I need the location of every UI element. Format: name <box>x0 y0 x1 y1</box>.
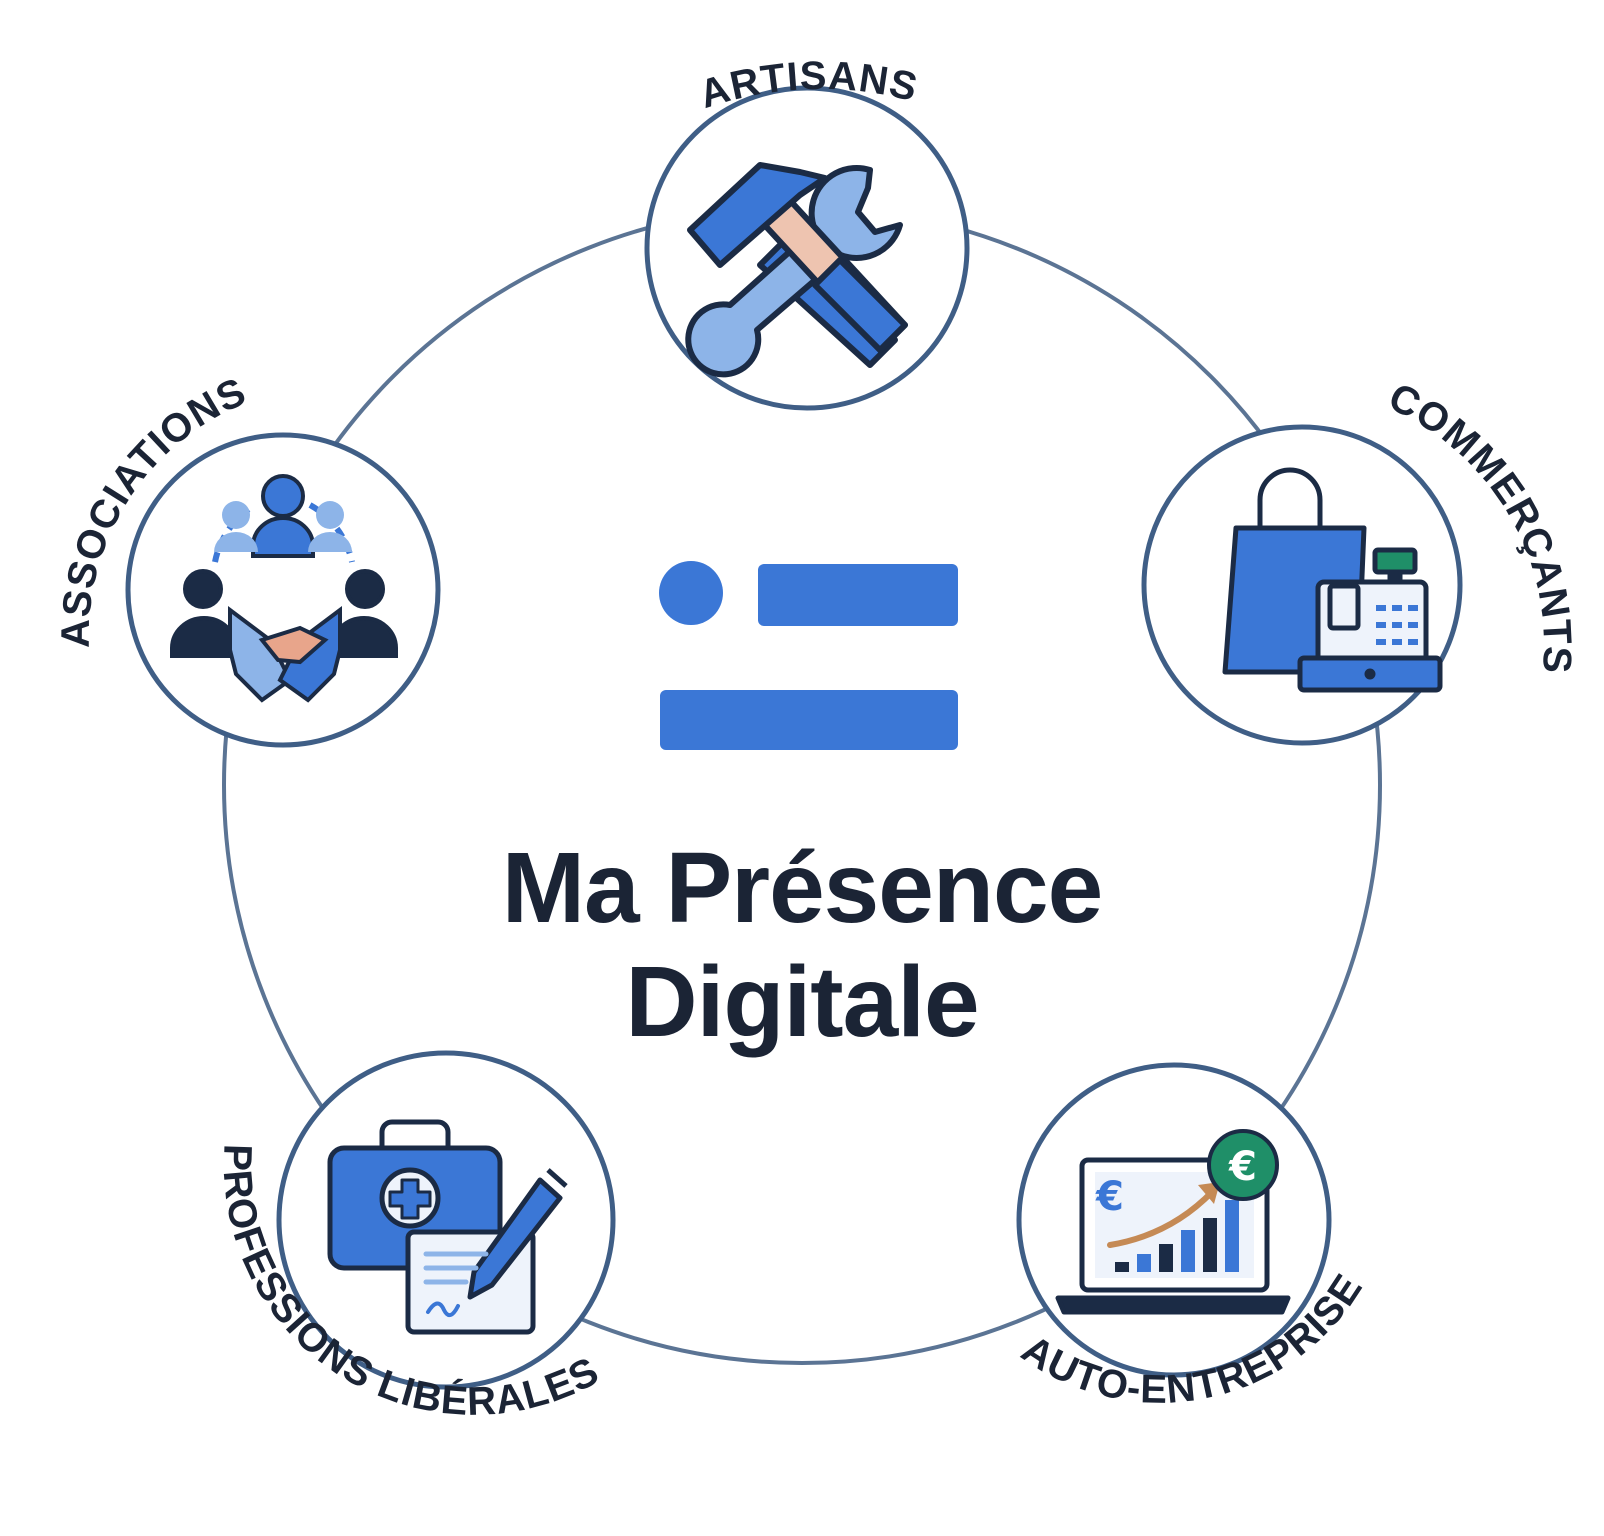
title-line-2: Digitale <box>625 946 979 1058</box>
title-line-1: Ma Présence <box>501 832 1103 944</box>
ring-arc-right <box>308 502 355 563</box>
node-artisans[interactable] <box>644 85 970 411</box>
logo-bar-top <box>758 564 958 626</box>
center-logo <box>659 561 958 750</box>
document-lines <box>423 1251 489 1285</box>
people-handshake-icon <box>170 474 398 703</box>
euro-coin-symbol: € <box>1228 1144 1257 1190</box>
node-professions-liberales[interactable] <box>276 1050 616 1390</box>
growth-arrow-head <box>1198 1182 1220 1204</box>
chart-bars <box>1115 1200 1239 1272</box>
node-associations[interactable] <box>125 432 441 748</box>
logo-bar-bottom <box>660 690 958 750</box>
signature <box>426 1301 460 1318</box>
growth-arrow <box>1107 1189 1215 1248</box>
node-commercants[interactable] <box>1141 424 1463 746</box>
hammer-wrench-icon <box>685 162 908 378</box>
logo-dot <box>659 561 723 625</box>
node-auto-entreprise[interactable]: € € <box>1016 1062 1332 1378</box>
euro-coin-icon <box>1207 1129 1279 1201</box>
medical-briefcase-pen-icon <box>327 1119 568 1335</box>
euro-small-icon: € <box>1095 1174 1124 1220</box>
register-keys <box>1376 605 1418 645</box>
ring-arc-left <box>212 502 257 563</box>
